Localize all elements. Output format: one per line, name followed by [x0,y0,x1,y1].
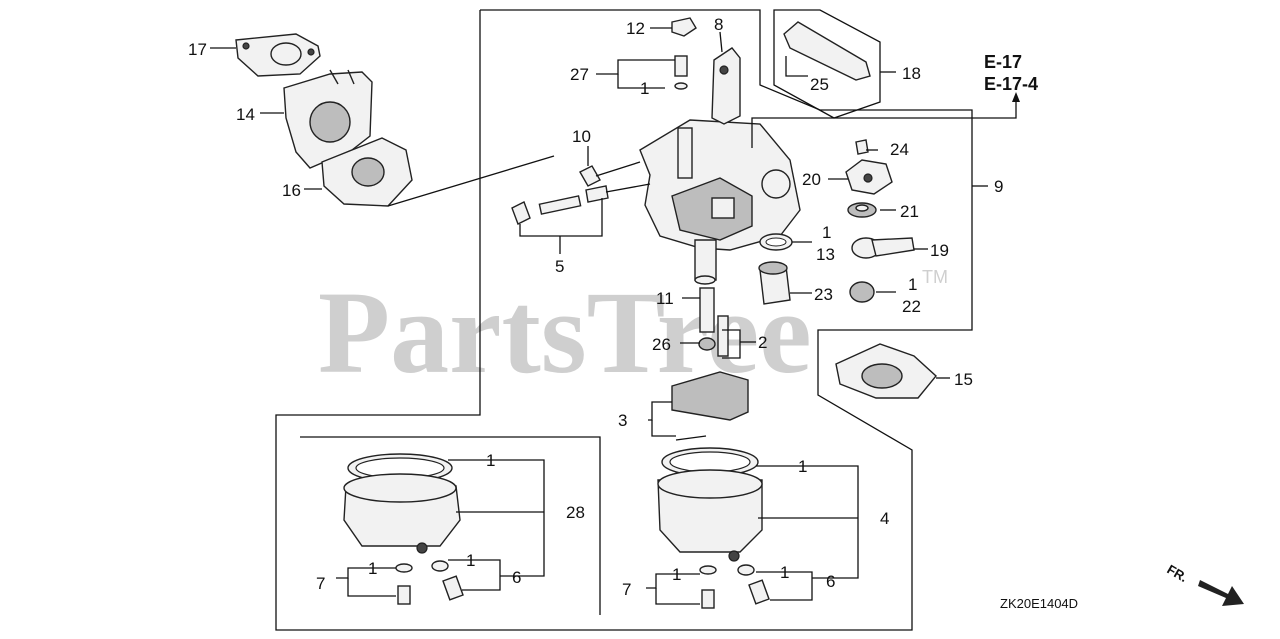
callout-7b: 7 [622,580,631,599]
callout-18: 18 [902,64,921,83]
o-ring-part-13 [759,233,793,251]
cover-part-20 [845,159,893,195]
callout-23: 23 [814,285,833,304]
callout-6b: 6 [826,572,835,591]
assembly-outline [275,9,973,631]
callout-2: 2 [758,333,767,352]
callout-1i: 1 [780,563,789,582]
screw-part-27 [674,55,688,90]
bracket-part-8 [711,47,741,125]
callout-20: 20 [802,170,821,189]
washer-right-7 [699,565,717,609]
callout-27: 27 [570,65,589,84]
callout-3: 3 [618,411,627,430]
part-21 [847,202,877,218]
front-arrow-icon [1198,580,1244,606]
callout-12: 12 [626,19,645,38]
diagram-code: ZK20E1404D [1000,596,1078,611]
callout-4: 4 [880,509,889,528]
part-22 [849,281,875,303]
washer-left-7 [395,563,413,605]
reference-e17[interactable]: E-17 [984,52,1022,72]
callout-1g: 1 [798,457,807,476]
callout-16: 16 [282,181,301,200]
callout-1f: 1 [466,551,475,570]
part-19 [851,237,915,259]
watermark-trademark: TM [922,267,948,287]
float-bowl-part-28 [343,453,461,554]
callout-6a: 6 [512,568,521,587]
leader-lines [210,27,1020,605]
screw-part-12 [671,17,697,37]
callout-1e: 1 [368,559,377,578]
gasket-part-15 [835,343,937,399]
callout-1c: 1 [908,275,917,294]
callout-1h: 1 [672,565,681,584]
screw-part-24 [855,139,869,155]
callout-22: 22 [902,297,921,316]
fr-label: FR. [1165,562,1191,585]
callout-19: 19 [930,241,949,260]
callout-1b: 1 [822,223,831,242]
callout-8: 8 [714,15,723,34]
callout-9: 9 [994,177,1003,196]
callout-10: 10 [572,127,591,146]
callout-14: 14 [236,105,255,124]
callout-13: 13 [816,245,835,264]
callout-5: 5 [555,257,564,276]
screw-part-10 [579,161,641,187]
reference-e17-4[interactable]: E-17-4 [984,74,1038,94]
gasket-part-16 [321,137,413,207]
callout-labels: 17 14 16 12 8 27 1 10 5 11 26 2 3 23 1 1… [188,15,1003,599]
jet-part-2 [717,315,729,357]
carburetor-body [639,119,801,285]
callout-17: 17 [188,40,207,59]
jet-part-11 [699,287,715,333]
callout-1d: 1 [486,451,495,470]
float-bowl-part-4 [657,447,763,562]
float-part-3 [671,371,749,441]
pilot-screw-part-5 [511,183,651,225]
callout-7a: 7 [316,574,325,593]
callout-11: 11 [656,289,674,308]
drain-screw-right-6 [737,564,770,605]
callout-25: 25 [810,75,829,94]
callout-15: 15 [954,370,973,389]
gasket-part-17 [235,33,321,77]
part-23 [758,261,791,305]
front-direction-indicator: FR. [1165,562,1244,606]
callout-24: 24 [890,140,909,159]
callout-26: 26 [652,335,671,354]
callout-28: 28 [566,503,585,522]
insulator-part-14 [283,69,373,169]
jet-part-26 [698,337,716,351]
callout-21: 21 [900,202,919,221]
drain-screw-left-6 [431,560,464,601]
callout-1a: 1 [640,79,649,98]
lever-part-18 [783,21,871,81]
